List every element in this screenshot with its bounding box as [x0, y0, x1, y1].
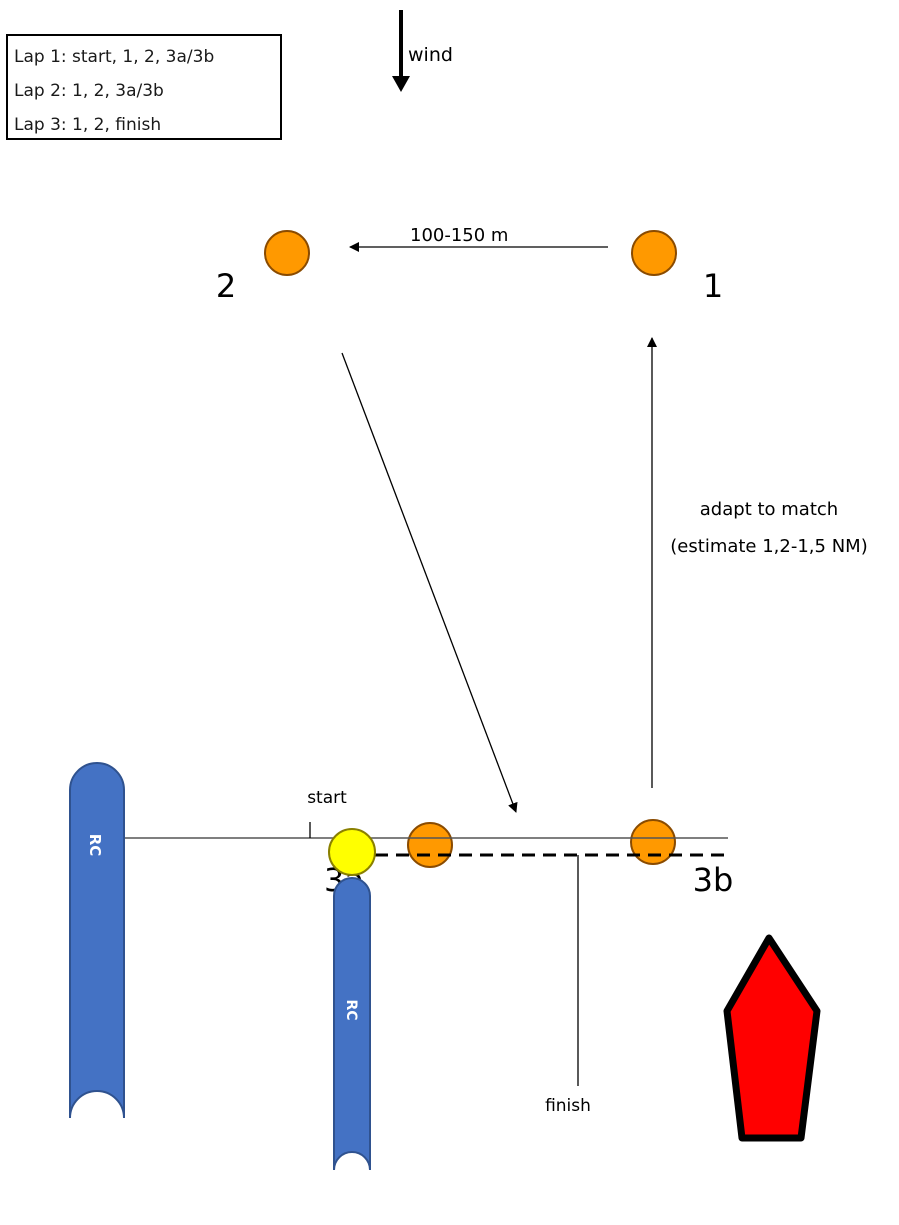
wind-label: wind [408, 44, 453, 66]
finish-label: finish [545, 1096, 591, 1116]
wind-arrow [392, 10, 410, 92]
pin-end-boat-label: RC [343, 999, 359, 1020]
pin-buoy [328, 828, 376, 876]
mark-1-buoy [631, 230, 677, 276]
committee-boat-left [69, 762, 125, 1119]
adapt-label-line-1: adapt to match [700, 499, 838, 520]
mark-2-buoy [264, 230, 310, 276]
pin-end-boat [333, 877, 371, 1171]
mark-3b-label: 3b [693, 861, 734, 899]
committee-boat-right [723, 934, 821, 1142]
adapt-label-line-2: (estimate 1,2-1,5 NM) [670, 536, 867, 557]
mark-1-label: 1 [703, 267, 723, 305]
lap-legend-box: Lap 1: start, 1, 2, 3a/3b Lap 2: 1, 2, 3… [6, 34, 282, 140]
mark-3b-buoy [630, 819, 676, 865]
start-label: start [307, 788, 347, 808]
mark-3a-buoy [407, 822, 453, 868]
lap-2-line: Lap 2: 1, 2, 3a/3b [14, 81, 164, 101]
committee-boat-left-label: RC [86, 834, 104, 857]
committee-boat-right-label: RC [751, 844, 790, 874]
distance-label: 100-150 m [410, 225, 508, 246]
mark-2-label: 2 [216, 267, 236, 305]
leg-2-to-3-arrow [341, 352, 518, 813]
lap-3-line: Lap 3: 1, 2, finish [14, 115, 162, 135]
lap-1-line: Lap 1: start, 1, 2, 3a/3b [14, 47, 215, 67]
